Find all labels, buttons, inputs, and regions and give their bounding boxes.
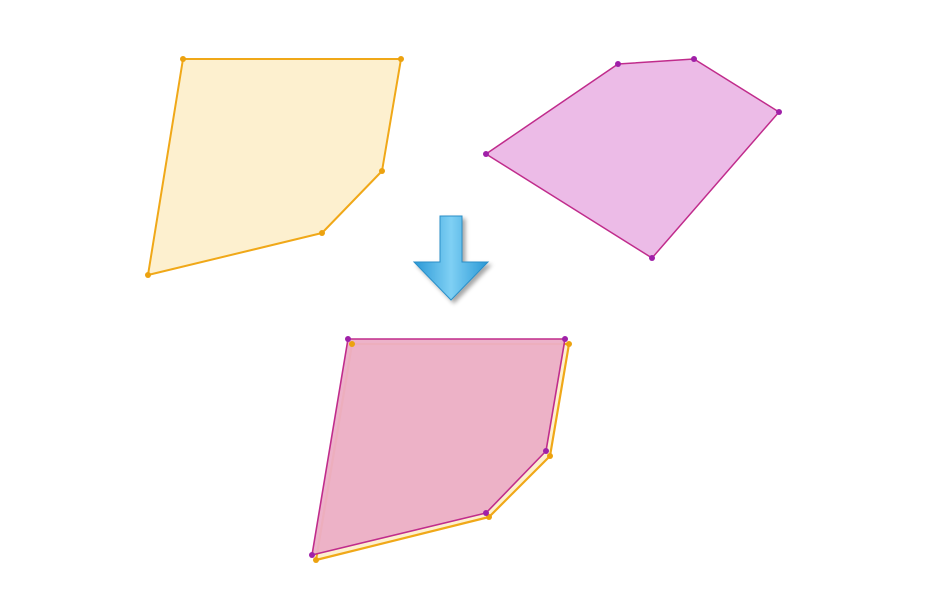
- aligned-magenta-polygon-shape: [311, 338, 566, 556]
- vertex-point: [145, 272, 151, 278]
- aligned-magenta-vertices: [309, 336, 568, 558]
- vertex-point: [349, 341, 355, 347]
- source-polygon-orange: [145, 56, 404, 278]
- vertex-point: [309, 552, 315, 558]
- vertex-point: [562, 336, 568, 342]
- vertex-point: [319, 230, 325, 236]
- vertex-point: [649, 255, 655, 261]
- target-polygon-magenta: [483, 56, 782, 261]
- aligned-result: [309, 336, 572, 563]
- vertex-point: [547, 453, 553, 459]
- vertex-point: [691, 56, 697, 62]
- vertex-point: [379, 168, 385, 174]
- vertex-point: [566, 341, 572, 347]
- vertex-point: [483, 151, 489, 157]
- orange-polygon-vertices: [145, 56, 404, 278]
- down-arrow-shape: [412, 215, 490, 301]
- magenta-polygon-shape: [485, 58, 780, 259]
- vertex-point: [313, 557, 319, 563]
- vertex-point: [483, 510, 489, 516]
- down-arrow-icon: [412, 215, 490, 301]
- vertex-point: [180, 56, 186, 62]
- vertex-point: [398, 56, 404, 62]
- vertex-point: [345, 336, 351, 342]
- vertex-point: [776, 109, 782, 115]
- orange-polygon-shape: [147, 58, 402, 276]
- vertex-point: [543, 448, 549, 454]
- vertex-point: [615, 61, 621, 67]
- magenta-polygon-vertices: [483, 56, 782, 261]
